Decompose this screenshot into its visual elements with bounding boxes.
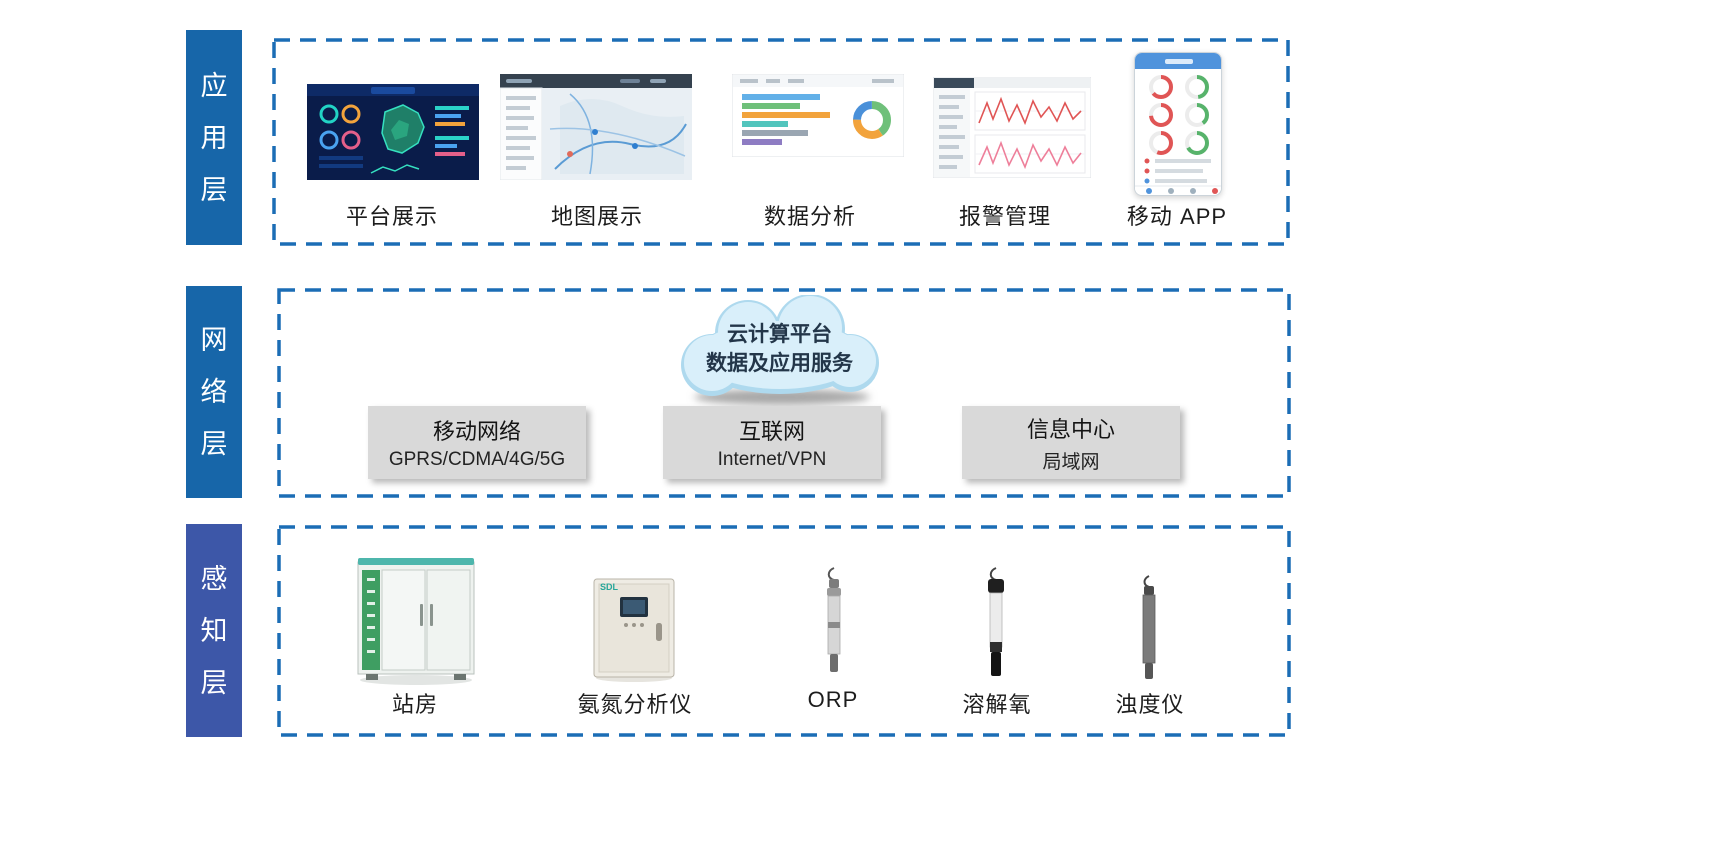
- ammonia-analyzer-image: [590, 575, 678, 688]
- cloud-text-line1: 云计算平台: [727, 323, 832, 346]
- cloud-platform-shape: [652, 294, 907, 415]
- mobile-app-caption: 移动 APP: [1126, 204, 1228, 229]
- network-node-lan-subtitle: 局域网: [1042, 451, 1100, 473]
- perception-layer-tab: 感知层: [186, 524, 242, 737]
- alarm-management-caption: 报警管理: [958, 204, 1051, 229]
- network-layer-tab: 网络层: [186, 286, 242, 498]
- station-house-caption: 站房: [391, 692, 438, 717]
- network-node-internet: 互联网 Internet/VPN: [663, 406, 881, 479]
- network-node-mobile-subtitle: GPRS/CDMA/4G/5G: [388, 449, 566, 470]
- turbidity-probe-image: [1132, 574, 1166, 691]
- network-node-mobile-title: 移动网络: [432, 419, 521, 444]
- network-node-internet-subtitle: Internet/VPN: [717, 449, 827, 470]
- station-house-image: [352, 552, 480, 693]
- dissolved-oxygen-probe-image: [978, 566, 1014, 693]
- application-layer-label: 应用层: [200, 70, 228, 205]
- alarm-management-thumbnail: [932, 76, 1092, 183]
- orp-probe-image: [816, 566, 852, 689]
- platform-display-caption: 平台展示: [345, 204, 438, 229]
- analyzer-brand-label: SDL: [600, 582, 618, 592]
- network-node-internet-title: 互联网: [738, 419, 805, 444]
- cloud-platform-text: 云计算平台 数据及应用服务: [652, 320, 907, 378]
- dissolved-oxygen-caption: 溶解氧: [962, 692, 1032, 717]
- map-display-caption: 地图展示: [550, 204, 643, 229]
- data-analysis-thumbnail: [731, 73, 905, 162]
- ammonia-analyzer-caption: 氨氮分析仪: [577, 692, 693, 717]
- network-node-lan: 信息中心 局域网: [962, 406, 1180, 479]
- turbidity-caption: 浊度仪: [1115, 692, 1185, 717]
- application-layer-tab: 应用层: [186, 30, 242, 245]
- network-layer-label: 网络层: [200, 325, 228, 459]
- mobile-app-thumbnail: [1134, 52, 1222, 196]
- data-analysis-caption: 数据分析: [763, 204, 856, 229]
- perception-layer-label: 感知层: [200, 563, 228, 698]
- network-node-lan-title: 信息中心: [1026, 416, 1115, 442]
- cloud-text-line2: 数据及应用服务: [706, 352, 853, 375]
- network-node-mobile: 移动网络 GPRS/CDMA/4G/5G: [368, 406, 586, 479]
- orp-caption: ORP: [807, 687, 859, 712]
- platform-display-thumbnail: [307, 84, 479, 185]
- map-display-thumbnail: [499, 73, 693, 185]
